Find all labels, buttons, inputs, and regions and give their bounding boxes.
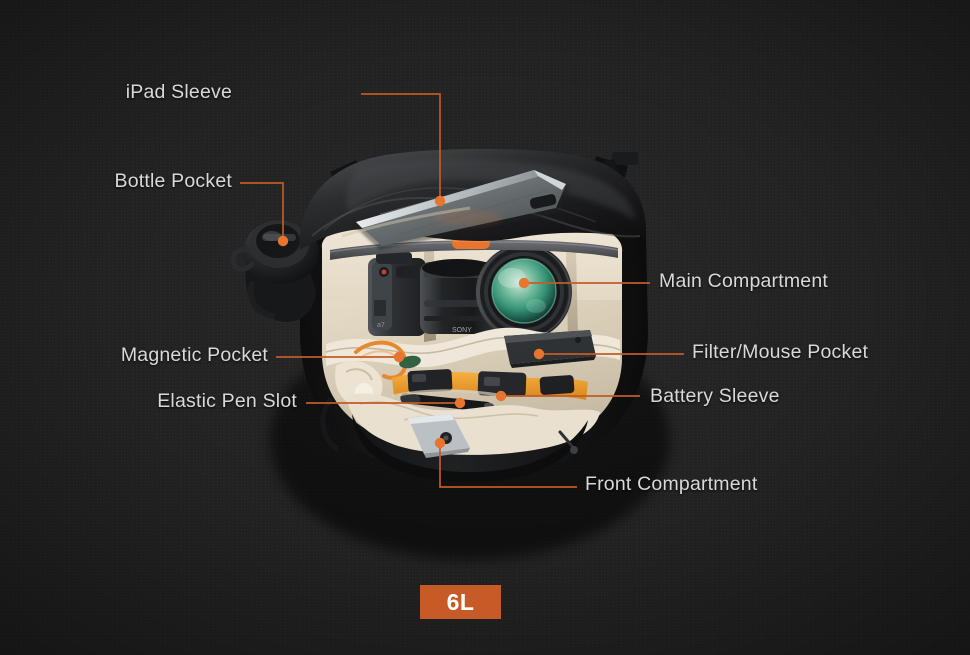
callout-label-front-compartment: Front Compartment xyxy=(585,473,758,495)
leader-bottle-pocket xyxy=(240,182,284,238)
callout-label-filter-mouse-pocket: Filter/Mouse Pocket xyxy=(692,341,869,363)
capacity-badge-label: 6L xyxy=(446,588,475,615)
svg-text:SONY: SONY xyxy=(452,327,472,334)
callout-label-magnetic-pocket: Magnetic Pocket xyxy=(120,344,268,366)
callout-label-elastic-pen-slot: Elastic Pen Slot xyxy=(157,390,297,412)
dot-ipad-sleeve xyxy=(434,195,446,207)
leader-front-compartment xyxy=(439,443,577,488)
dot-main-compartment xyxy=(518,277,530,289)
dot-bottle-pocket xyxy=(277,235,289,247)
dot-battery-sleeve xyxy=(495,390,507,402)
callout-label-battery-sleeve: Battery Sleeve xyxy=(650,385,780,407)
leader-ipad-sleeve xyxy=(361,93,441,198)
dot-magnetic-pocket xyxy=(393,351,405,363)
svg-text:a7: a7 xyxy=(377,322,385,329)
capacity-badge: 6L xyxy=(420,585,501,619)
callout-label-bottle-pocket: Bottle Pocket xyxy=(114,170,232,192)
callout-label-ipad-sleeve: iPad Sleeve xyxy=(125,81,232,103)
dot-filter-mouse-pocket xyxy=(533,348,545,360)
dot-elastic-pen-slot xyxy=(454,397,466,409)
dot-front-compartment xyxy=(434,437,446,449)
callout-label-main-compartment: Main Compartment xyxy=(659,270,829,292)
